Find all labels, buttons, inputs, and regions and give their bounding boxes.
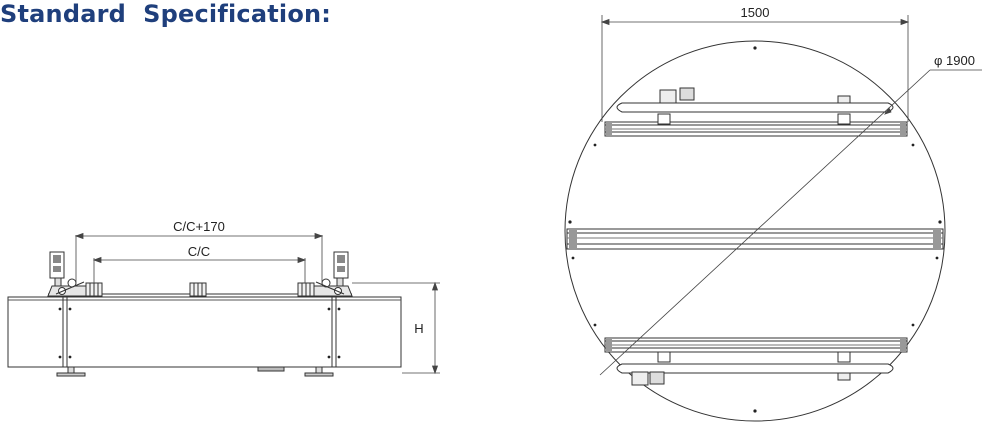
- dimension-1500: [600, 15, 910, 122]
- label-h: H: [414, 321, 423, 336]
- left-jack-unit: [47, 251, 91, 297]
- rail-middle: [566, 228, 944, 250]
- label-cc170: C/C+170: [173, 219, 225, 234]
- rail-top: [604, 87, 908, 137]
- dimension-cc: [92, 256, 307, 283]
- page-title: Standard Specification:: [0, 0, 332, 28]
- right-jack-unit: [309, 251, 353, 297]
- dimension-cc170: [74, 232, 324, 282]
- roller-blocks: [85, 282, 315, 297]
- turntable-circle: [564, 40, 946, 422]
- label-diameter: φ 1900: [934, 53, 975, 68]
- rail-bottom: [604, 337, 908, 386]
- top-view: [564, 15, 982, 422]
- dimension-diameter: [599, 69, 982, 376]
- dimension-h: [352, 281, 440, 375]
- label-cc: C/C: [188, 244, 210, 259]
- perimeter-bolts: [568, 46, 942, 413]
- side-view: [7, 232, 440, 377]
- feet: [56, 366, 334, 377]
- label-1500: 1500: [741, 5, 770, 20]
